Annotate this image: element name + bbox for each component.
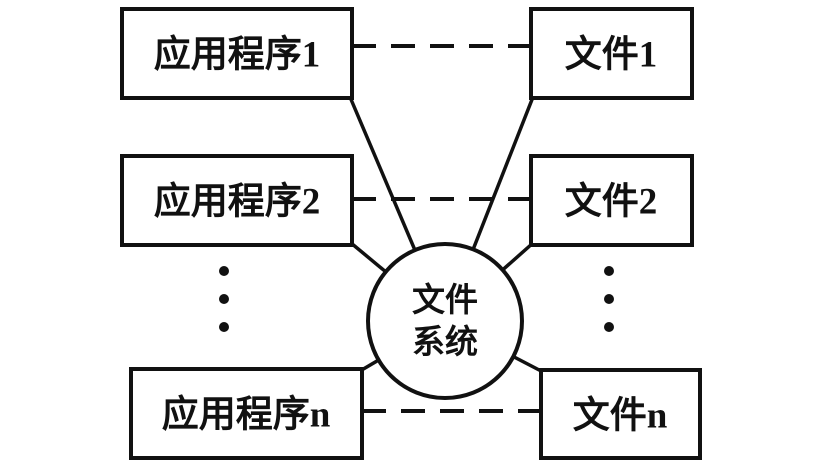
- right-ellipsis-dot-1: [604, 266, 614, 276]
- right-ellipsis-dot-3: [604, 322, 614, 332]
- file2-box: [529, 154, 694, 247]
- left-ellipsis-dot-3: [219, 322, 229, 332]
- file-system-hub: 文件 系统: [366, 242, 524, 400]
- hub-label-line2: 系统: [412, 323, 478, 361]
- left-ellipsis: [219, 266, 229, 332]
- application-boxes: 应用程序1 应用程序2 应用程序n: [120, 7, 364, 460]
- filen-box: [539, 368, 702, 460]
- app1-box: [120, 7, 354, 100]
- right-ellipsis-dot-2: [604, 294, 614, 304]
- file1-box: [529, 7, 694, 100]
- left-ellipsis-dot-2: [219, 294, 229, 304]
- appn-box: [129, 367, 364, 460]
- dashed-links: [352, 44, 541, 413]
- app1-label: 应用程序1: [154, 34, 321, 76]
- hub-circle: [366, 242, 524, 400]
- hub-label-line1: 文件: [412, 282, 478, 319]
- file1-label: 文件1: [565, 34, 658, 76]
- app2-label: 应用程序2: [154, 181, 321, 223]
- left-ellipsis-dot-1: [219, 266, 229, 276]
- right-ellipsis: [604, 266, 614, 332]
- appn-label: 应用程序n: [162, 394, 331, 436]
- file-boxes: 文件1 文件2 文件n: [529, 7, 702, 460]
- file2-label: 文件2: [565, 181, 658, 223]
- app2-box: [120, 154, 354, 247]
- filen-label: 文件n: [573, 395, 668, 437]
